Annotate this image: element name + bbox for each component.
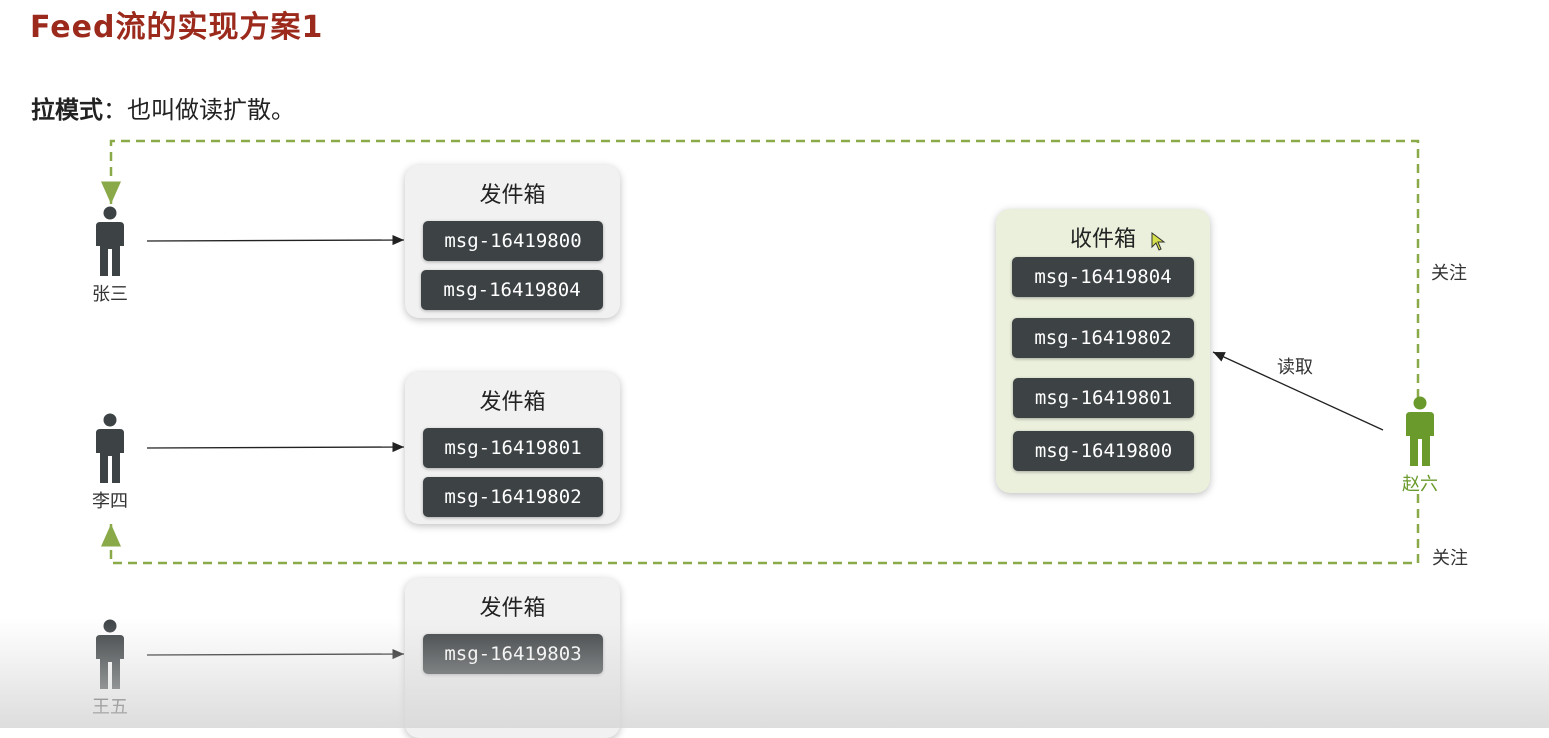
message-item: msg-16419802 xyxy=(423,477,603,517)
subtitle-bold: 拉模式 xyxy=(31,96,103,124)
page-title: Feed流的实现方案1 xyxy=(30,10,324,45)
outbox-zhangsan: 发件箱 msg-16419800 msg-16419804 xyxy=(405,165,620,318)
person-name: 王五 xyxy=(92,697,128,718)
message-item: msg-16419800 xyxy=(423,221,603,261)
person-name: 张三 xyxy=(92,284,128,305)
person-zhaoliu: 赵六 xyxy=(1390,396,1450,496)
read-arrow xyxy=(1212,351,1384,431)
outbox-title: 发件箱 xyxy=(479,596,546,621)
inbox-zhaoliu: 收件箱 msg-16419804 msg-16419802 msg-164198… xyxy=(996,209,1210,493)
message-item: msg-16419801 xyxy=(423,428,603,468)
person-name: 赵六 xyxy=(1402,474,1438,495)
zhangsan-arrow xyxy=(146,234,405,246)
outbox-lisi: 发件箱 msg-16419801 msg-16419802 xyxy=(405,372,620,524)
subtitle: 拉模式：也叫做读扩散。 xyxy=(31,90,295,125)
message-item: msg-16419803 xyxy=(423,634,603,674)
message-item: msg-16419801 xyxy=(1013,378,1194,418)
person-icon xyxy=(96,413,124,483)
follow-path-bottom xyxy=(101,494,1420,565)
person-lisi: 李四 xyxy=(80,413,140,513)
follow-label-bottom: 关注 xyxy=(1432,548,1468,569)
follow-label-top: 关注 xyxy=(1431,263,1467,284)
person-wangwu: 王五 xyxy=(80,619,140,719)
person-icon xyxy=(96,619,124,689)
outbox-wangwu: 发件箱 msg-16419803 xyxy=(405,578,620,738)
subtitle-rest: ：也叫做读扩散。 xyxy=(103,96,295,124)
follow-path-top xyxy=(101,139,1420,398)
message-item: msg-16419804 xyxy=(1012,257,1194,297)
person-icon xyxy=(96,206,124,276)
message-item: msg-16419804 xyxy=(421,270,603,310)
wangwu-arrow xyxy=(146,648,405,660)
person-zhangsan: 张三 xyxy=(80,206,140,306)
read-label: 读取 xyxy=(1277,357,1313,378)
message-item: msg-16419800 xyxy=(1013,431,1194,471)
cursor-icon xyxy=(1151,232,1166,251)
lisi-arrow xyxy=(146,441,405,453)
message-item: msg-16419802 xyxy=(1012,318,1194,358)
person-name: 李四 xyxy=(92,491,128,512)
outbox-title: 发件箱 xyxy=(479,390,546,415)
inbox-title: 收件箱 xyxy=(1069,227,1136,252)
outbox-title: 发件箱 xyxy=(479,183,546,208)
person-icon xyxy=(1406,396,1434,466)
